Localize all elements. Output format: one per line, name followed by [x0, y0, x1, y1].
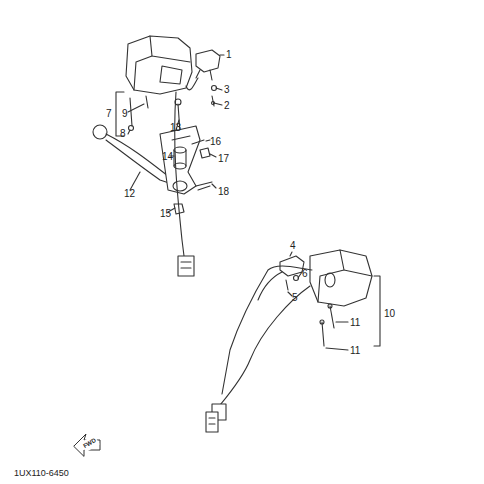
callout-number: 2 [224, 100, 230, 111]
callout-number: 14 [162, 151, 173, 162]
callout-number: 11 [350, 345, 360, 356]
callout-number: 9 [122, 108, 128, 119]
callout-number: 11 [350, 317, 360, 328]
callout-number: 4 [290, 240, 296, 251]
callout-number: 7 [106, 108, 112, 119]
callout-number: 15 [160, 208, 171, 219]
drawing-code: 1UX110-6450 [14, 468, 69, 479]
callout-number: 5 [292, 292, 298, 303]
callout-number: 13 [170, 122, 181, 133]
callout-number: 3 [224, 84, 230, 95]
callout-number: 6 [302, 268, 308, 279]
callout-number: 18 [218, 186, 229, 197]
callout-number: 17 [218, 153, 229, 164]
callout-number: 12 [124, 188, 135, 199]
callout-number: 8 [120, 128, 126, 139]
callout-number: 16 [210, 136, 221, 147]
callout-number: 1 [226, 49, 232, 60]
callout-number: 10 [384, 308, 395, 319]
